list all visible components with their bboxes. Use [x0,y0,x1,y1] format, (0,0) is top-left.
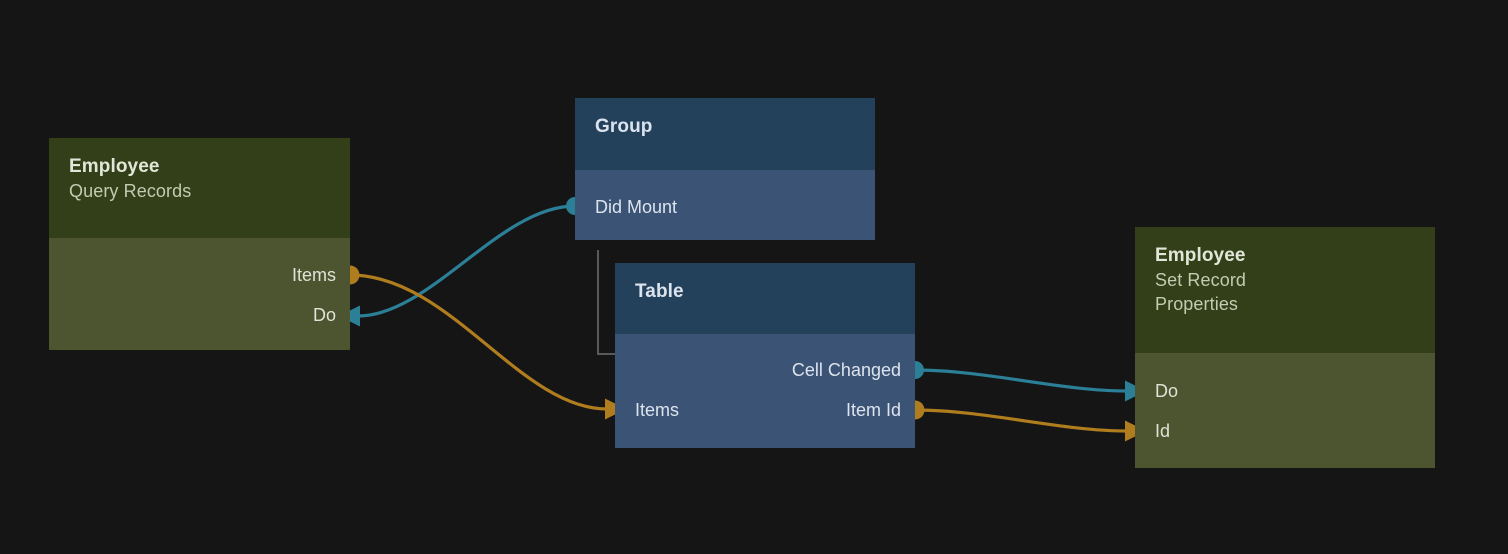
node-table[interactable]: Table Cell Changed Items Item Id [615,263,915,448]
port-items-input[interactable]: Items [635,399,679,421]
node-title: Employee [69,156,160,177]
wire-itemid-to-id [913,408,1129,433]
port-cell-changed-output[interactable]: Cell Changed [792,359,901,381]
node-body[interactable]: Did Mount [575,170,875,240]
port-do-input[interactable]: Do [1155,380,1178,402]
node-group[interactable]: Group Did Mount [575,98,875,240]
port-item-id-output[interactable]: Item Id [846,399,901,421]
node-header[interactable]: Group [575,98,875,170]
node-title: Employee [1155,245,1246,266]
port-do-input[interactable]: Do [313,304,336,326]
port-label: Id [1155,421,1171,441]
node-body[interactable]: Do Id [1135,353,1435,468]
port-label: Do [1155,381,1179,401]
node-body[interactable]: Cell Changed Items Item Id [615,334,915,448]
node-body[interactable]: Items Do [49,238,350,350]
node-employee-query-records[interactable]: Employee Query Records Items Do [49,138,350,350]
node-title: Table [635,281,684,302]
port-label: Cell Changed [791,360,901,380]
port-items-output[interactable]: Items [292,264,336,286]
node-subtitle-line-2: Properties [1155,294,1239,314]
node-header[interactable]: Employee Set Record Properties [1135,227,1435,353]
wire-items-to-table-items [348,273,609,411]
port-did-mount-output[interactable]: Did Mount [595,196,677,218]
node-employee-set-record-properties[interactable]: Employee Set Record Properties Do Id [1135,227,1435,468]
port-label: Items [635,400,680,420]
port-label: Item Id [845,400,901,420]
group-child-bracket [597,250,615,355]
node-subtitle-line-1: Set Record [1155,270,1247,290]
node-header[interactable]: Table [615,263,915,334]
port-id-input[interactable]: Id [1155,420,1170,442]
node-subtitle: Query Records [69,181,192,201]
wire-didmount-to-do [356,204,577,318]
node-title: Group [595,116,653,137]
port-label: Items [291,265,336,285]
port-label: Do [312,305,336,325]
node-header[interactable]: Employee Query Records [49,138,350,238]
wire-cellchanged-to-do [913,368,1129,393]
port-label: Did Mount [595,197,678,217]
